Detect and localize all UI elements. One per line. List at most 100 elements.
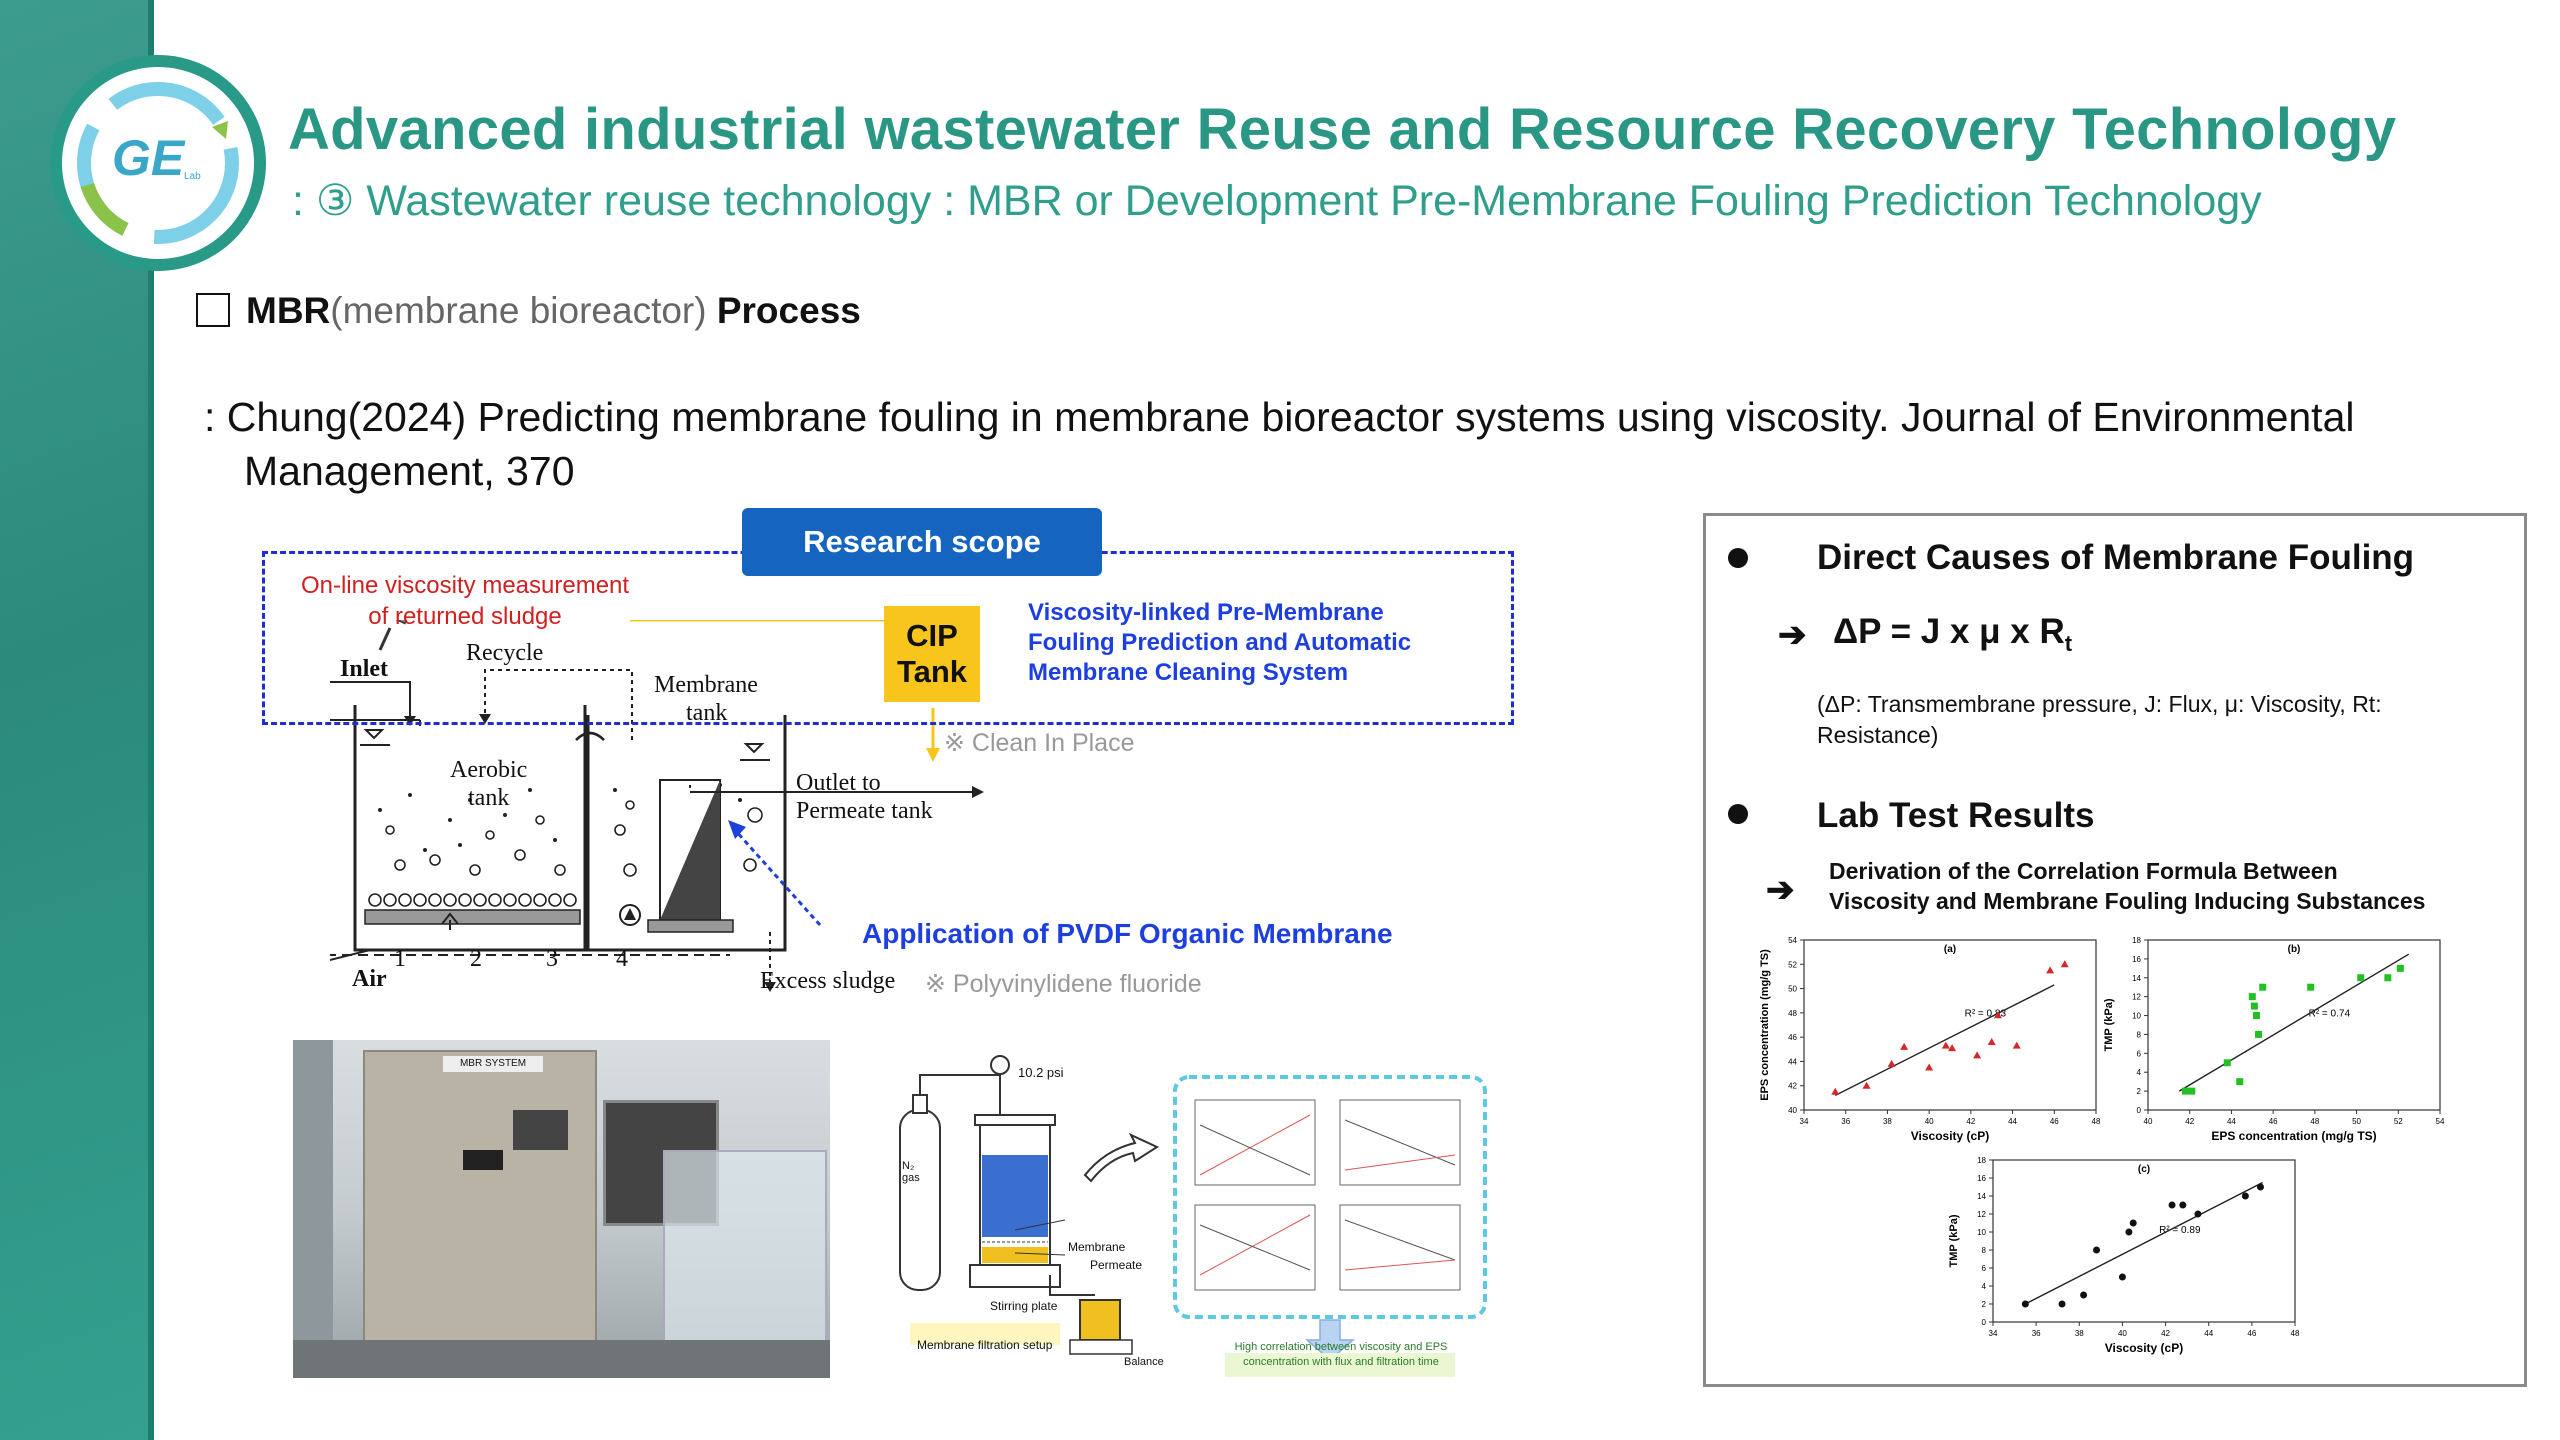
- data-point: [2093, 1246, 2101, 1254]
- y-tick-label: 10: [2132, 1012, 2141, 1021]
- y-tick-label: 16: [2132, 955, 2141, 964]
- number-1: 1: [394, 946, 406, 972]
- data-point: [1831, 1087, 1840, 1095]
- reference-line-1: : Chung(2024) Predicting membrane foulin…: [204, 394, 2355, 440]
- y-tick-label: 8: [1982, 1246, 1987, 1255]
- inlet-label: Inlet: [340, 656, 388, 682]
- mbr-process-diagram: [330, 620, 984, 992]
- x-tick-label: 38: [1883, 1117, 1892, 1126]
- y-tick-label: 44: [1788, 1057, 1797, 1066]
- y-tick-label: 4: [2137, 1068, 2142, 1077]
- mbr-system-sign: MBR SYSTEM: [443, 1056, 543, 1072]
- data-point: [2188, 1087, 2196, 1095]
- data-point: [1987, 1038, 1996, 1045]
- system-label-line-2: Fouling Prediction and Automatic: [1028, 629, 1412, 656]
- data-point: [2125, 1228, 2133, 1236]
- setup-caption: Membrane filtration setup: [917, 1338, 1053, 1352]
- section-heading: MBR(membrane bioreactor) Process: [196, 290, 861, 332]
- online-viscosity-label: On-line viscosity measurement of returne…: [300, 572, 630, 630]
- correlation-caption: High correlation between viscosity and E…: [1228, 1340, 1454, 1370]
- x-tick-label: 38: [2075, 1329, 2084, 1338]
- data-point: [2255, 1030, 2263, 1038]
- y-tick-label: 42: [1788, 1082, 1797, 1091]
- tank-label: Tank: [896, 654, 968, 689]
- x-tick-label: 52: [2394, 1117, 2403, 1126]
- viscometer-icon: [378, 620, 423, 651]
- y-tick-label: 12: [1977, 1210, 1986, 1219]
- r-squared-label: R² = 0.83: [1965, 1009, 2007, 1020]
- x-tick-label: 44: [2204, 1329, 2213, 1338]
- equation-note: (ΔP: Transmembrane pressure, J: Flux, μ:…: [1817, 691, 2382, 748]
- x-tick-label: 48: [2092, 1117, 2101, 1126]
- x-tick-label: 46: [2050, 1117, 2059, 1126]
- filtration-setup-figure: [899, 1055, 1487, 1377]
- trend-line: [1834, 984, 2055, 1097]
- data-point: [1941, 1041, 1950, 1049]
- data-point: [2118, 1273, 2126, 1281]
- data-point: [2250, 1002, 2258, 1010]
- panel-label: (a): [1944, 944, 1956, 955]
- equation-text: ΔP = J x μ x R: [1833, 612, 2065, 651]
- pvdf-label: Application of PVDF Organic Membrane: [862, 918, 1393, 949]
- bench-base: [293, 1340, 830, 1378]
- y-tick-label: 46: [1788, 1033, 1797, 1042]
- reference-citation: : Chung(2024) Predicting membrane foulin…: [204, 390, 2534, 498]
- y-axis-label: TMP (kPa): [2103, 998, 2115, 1051]
- y-tick-label: 18: [2132, 936, 2141, 945]
- plot-frame: [2147, 939, 2441, 1111]
- x-tick-label: 46: [2269, 1117, 2278, 1126]
- membrane-tank-label-2: tank: [686, 700, 728, 726]
- y-tick-label: 54: [1788, 936, 1797, 945]
- data-point: [2179, 1201, 2187, 1209]
- y-tick-label: 48: [1788, 1009, 1797, 1018]
- y-tick-label: 14: [2132, 974, 2141, 983]
- x-tick-label: 44: [2227, 1117, 2236, 1126]
- x-tick-label: 36: [2032, 1329, 2041, 1338]
- x-tick-label: 36: [1841, 1117, 1850, 1126]
- x-axis-label: Viscosity (cP): [2105, 1341, 2183, 1355]
- data-point: [2021, 1300, 2029, 1308]
- y-tick-label: 4: [1982, 1282, 1987, 1291]
- number-4: 4: [616, 946, 628, 972]
- data-point: [2168, 1201, 2176, 1209]
- x-tick-label: 40: [1925, 1117, 1934, 1126]
- y-tick-label: 2: [1982, 1300, 1987, 1309]
- correlation-caption-line-2: concentration with flux and filtration t…: [1243, 1356, 1439, 1368]
- membrane-tank-label-1: Membrane: [654, 672, 758, 698]
- section-heading-bold: MBR: [246, 290, 331, 331]
- y-tick-label: 8: [2137, 1030, 2142, 1039]
- display-panel: [463, 1150, 503, 1170]
- system-label-line-1: Viscosity-linked Pre-Membrane: [1028, 599, 1384, 626]
- x-tick-label: 40: [2118, 1329, 2127, 1338]
- reference-line-2: Management, 370: [244, 448, 575, 494]
- logo-subtext: Lab: [184, 171, 201, 182]
- y-tick-label: 14: [1977, 1192, 1986, 1201]
- data-point: [1862, 1081, 1871, 1089]
- outlet-label-1: Outlet to: [796, 770, 881, 796]
- data-point: [2357, 974, 2365, 982]
- y-axis-label: TMP (kPa): [1948, 1214, 1960, 1267]
- data-point: [2384, 974, 2392, 982]
- y-tick-label: 2: [2137, 1087, 2142, 1096]
- x-axis-label: EPS concentration (mg/g TS): [2211, 1129, 2376, 1143]
- data-point: [2129, 1219, 2137, 1227]
- arrow-icon: ➔: [1778, 616, 1807, 654]
- y-tick-label: 6: [2137, 1049, 2142, 1058]
- frame-left: [293, 1040, 333, 1378]
- data-point: [2223, 1059, 2231, 1067]
- x-tick-label: 48: [2310, 1117, 2319, 1126]
- derivation-line-1: Derivation of the Correlation Formula Be…: [1829, 858, 2338, 884]
- y-tick-label: 6: [1982, 1264, 1987, 1273]
- x-tick-label: 42: [2185, 1117, 2194, 1126]
- x-tick-label: 54: [2436, 1117, 2445, 1126]
- data-point: [2256, 1183, 2264, 1191]
- x-tick-label: 42: [1966, 1117, 1975, 1126]
- x-tick-label: 34: [1989, 1329, 1998, 1338]
- y-tick-label: 16: [1977, 1174, 1986, 1183]
- data-point: [2058, 1300, 2066, 1308]
- data-point: [1973, 1051, 1982, 1059]
- research-scope-badge: Research scope: [742, 508, 1102, 576]
